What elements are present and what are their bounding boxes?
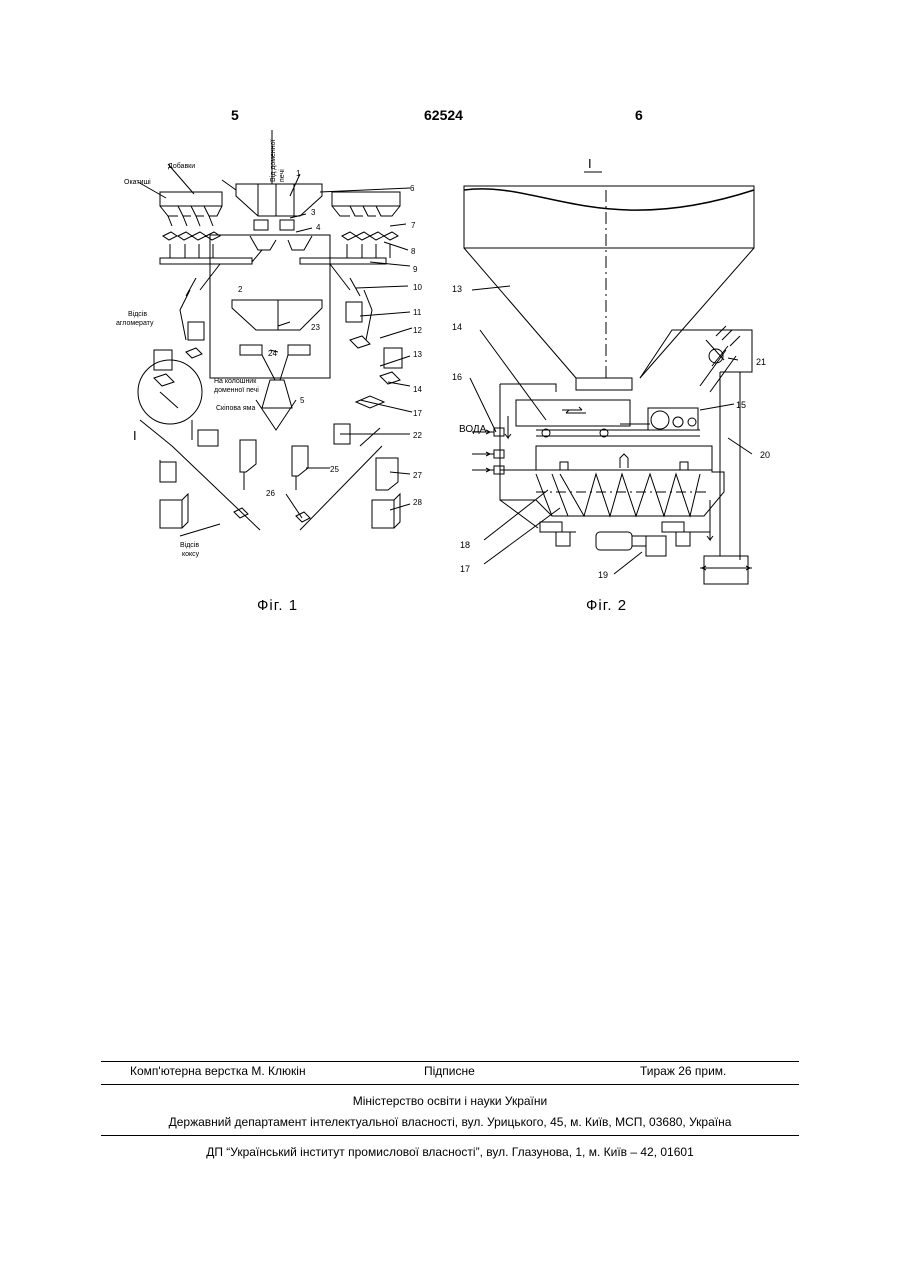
fig2-number-19: 19 — [598, 570, 608, 580]
footer-rule-top — [101, 1061, 799, 1062]
fig1-number-27: 27 — [413, 471, 422, 480]
fig1-number-17: 17 — [413, 409, 422, 418]
section-mark-fig2: І — [588, 156, 592, 171]
fig1-number-24: 24 — [268, 349, 277, 358]
figure-2-drawing: І ВОДА 13 14 15 16 17 18 19 20 21 — [440, 150, 800, 600]
label-vidsiv-koksu-1: Відсів — [180, 541, 199, 549]
footer-department: Державний департамент інтелектуальної вл… — [101, 1115, 799, 1129]
footer-rule-middle — [101, 1084, 799, 1085]
fig1-number-7: 7 — [411, 221, 416, 230]
label-koloshnyk-1: На колошник — [214, 378, 257, 385]
fig2-number-16: 16 — [452, 372, 462, 382]
fig1-number-8: 8 — [411, 247, 416, 256]
fig1-number-26: 26 — [266, 489, 275, 498]
label-dobavky: Добавки — [168, 162, 195, 170]
fig1-number-4: 4 — [316, 223, 321, 232]
footer-signed: Підписне — [424, 1064, 475, 1078]
fig2-number-13: 13 — [452, 284, 462, 294]
fig1-number-13: 13 — [413, 350, 422, 359]
fig1-number-2: 2 — [238, 285, 243, 294]
label-okatyshi: Окатиші — [124, 178, 151, 186]
lower-drives — [540, 522, 710, 556]
fig2-number-15: 15 — [736, 400, 746, 410]
fig1-number-10: 10 — [413, 283, 422, 292]
label-skipova-yama: Скіпова яма — [216, 404, 255, 412]
left-bunker-bank — [160, 192, 262, 264]
fig1-number-23: 23 — [311, 323, 320, 332]
label-koloshnyk-2: доменної печі — [214, 386, 259, 394]
feeder — [500, 378, 700, 470]
footer-institute: ДП “Український інститут промислової вла… — [101, 1145, 799, 1159]
fig1-number-12: 12 — [413, 326, 422, 335]
hopper — [464, 186, 754, 378]
page-number-left: 5 — [231, 107, 239, 123]
fig2-number-17: 17 — [460, 564, 470, 574]
fig1-number-14: 14 — [413, 385, 422, 394]
drive-unit — [620, 408, 698, 430]
screw-conveyor — [500, 446, 724, 528]
label-vid-domennoi-2: печі — [278, 169, 286, 182]
fig1-number-22: 22 — [413, 431, 422, 440]
figure-1-caption: Фіг. 1 — [257, 597, 298, 614]
footer-rule-bottom — [101, 1135, 799, 1136]
fig2-number-21: 21 — [756, 357, 766, 367]
label-vid-domennoi-1: Від доменної — [269, 139, 277, 182]
footer-ministry: Міністерство освіти і науки України — [101, 1094, 799, 1108]
fig2-number-18: 18 — [460, 540, 470, 550]
fig1-number-25: 25 — [330, 465, 339, 474]
fig1-number-1: 1 — [296, 169, 301, 178]
fig1-number-9: 9 — [413, 265, 418, 274]
label-vidsiv-koksu-2: коксу — [182, 551, 200, 558]
fig2-number-14: 14 — [452, 322, 462, 332]
footer-circulation: Тираж 26 прим. — [640, 1064, 726, 1078]
figure-1-drawing: Добавки Окатиші Від доменної печі Відсів… — [100, 125, 430, 595]
fig2-number-20: 20 — [760, 450, 770, 460]
fig1-number-11: 11 — [413, 308, 422, 317]
patent-number: 62524 — [424, 107, 463, 123]
fig1-number-6: 6 — [410, 184, 415, 193]
page-number-right: 6 — [635, 107, 643, 123]
fig1-number-5: 5 — [300, 396, 305, 405]
label-vidsiv-aglomeratu-2: агломерату — [116, 320, 154, 327]
section-mark-fig1: І — [133, 428, 137, 443]
label-vidsiv-aglomeratu-1: Відсів — [128, 310, 147, 318]
fig1-number-28: 28 — [413, 498, 422, 507]
footer-compositor: Комп'ютерна верстка М. Клюкін — [130, 1064, 306, 1078]
label-voda: ВОДА — [459, 424, 487, 435]
left-column — [138, 322, 260, 530]
outlet-bin — [700, 500, 752, 584]
fig1-number-3: 3 — [311, 208, 316, 217]
figure-2-caption: Фіг. 2 — [586, 597, 627, 614]
central-bunker — [236, 130, 322, 250]
